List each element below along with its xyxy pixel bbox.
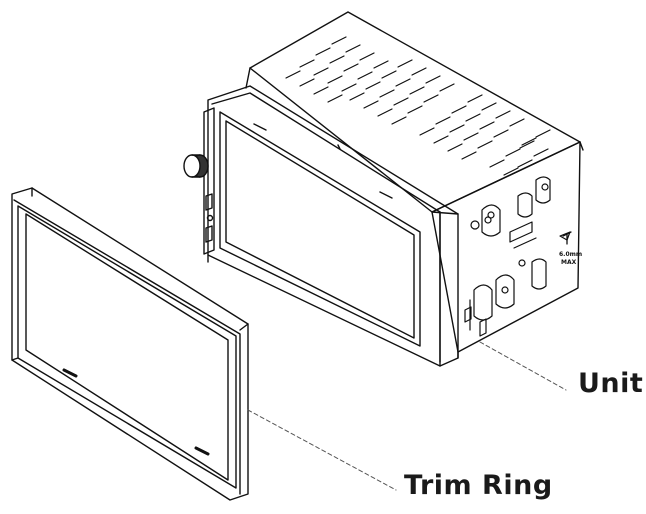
- depth-arrow-icon: [562, 231, 572, 245]
- side-mounting-holes: [464, 176, 571, 337]
- depth-marking: 6.0mm: [559, 251, 582, 258]
- trim-ring: [11, 187, 249, 501]
- leader-lines: [247, 341, 567, 491]
- unit-front-panel: [203, 85, 459, 367]
- volume-knob-icon: [183, 154, 209, 178]
- top-vents: [285, 36, 551, 176]
- trim-ring-label: Trim Ring: [404, 470, 553, 501]
- unit-chassis: [183, 11, 584, 367]
- trim-ring-leader-line: [247, 409, 397, 491]
- max-marking: MAX: [561, 259, 577, 266]
- unit-leader-line: [479, 341, 567, 391]
- unit-label: Unit: [578, 368, 644, 399]
